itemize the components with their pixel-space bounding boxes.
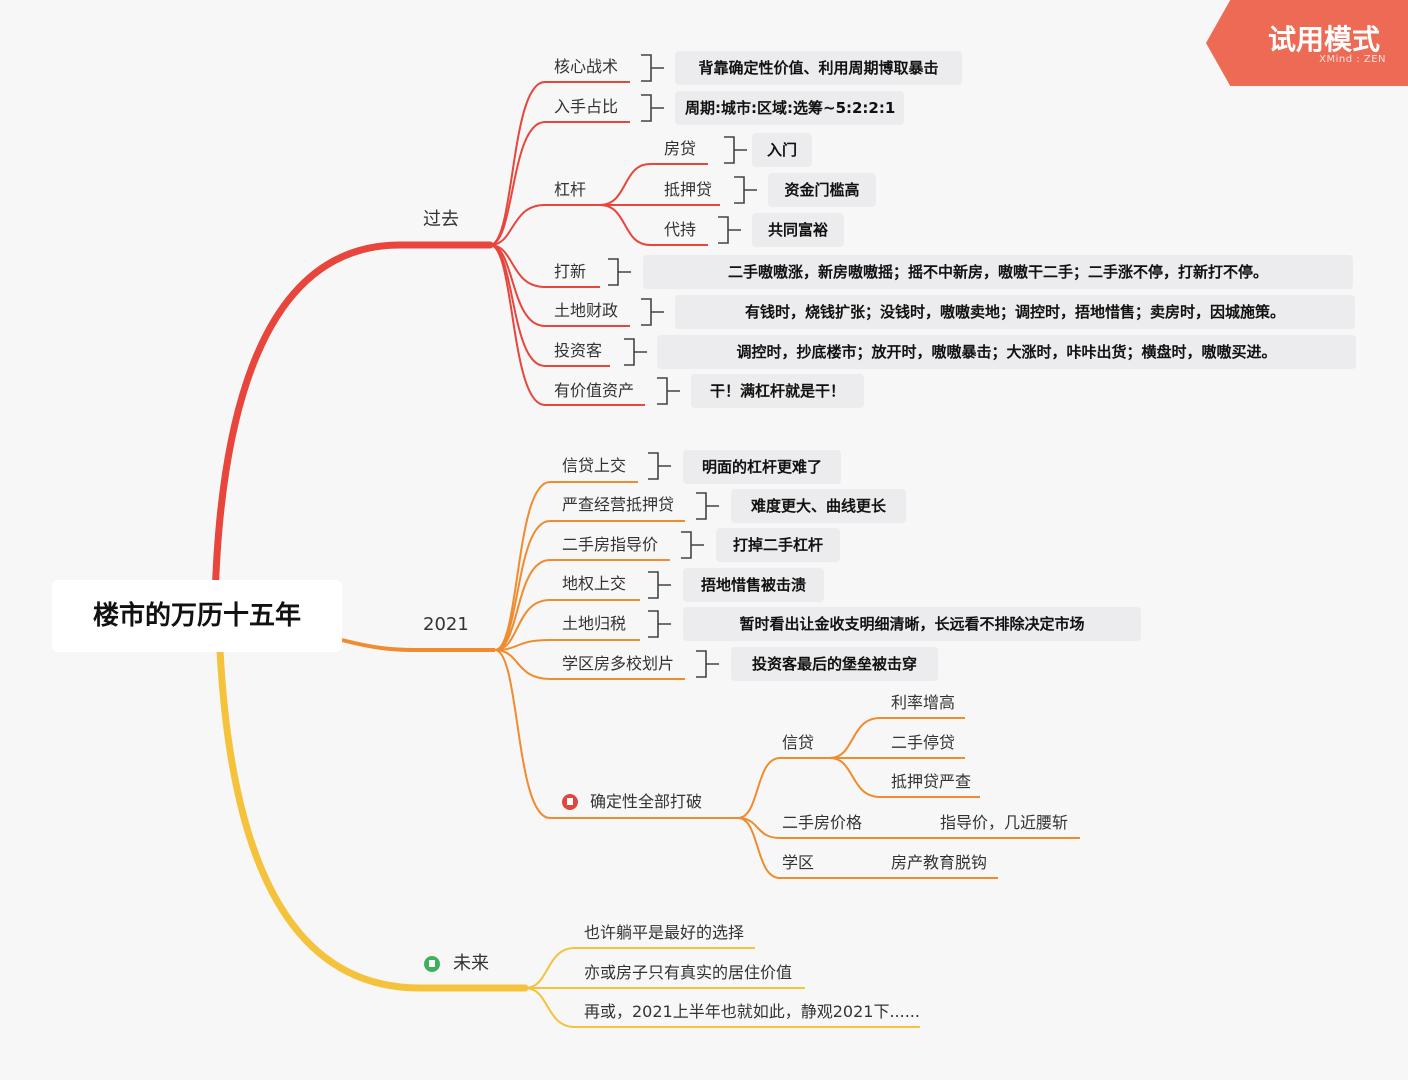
topic-new-house[interactable]: 打新 (554, 262, 587, 281)
note-proxy-hold[interactable]: 共同富裕 (752, 213, 844, 247)
topic-school-district[interactable]: 学区房多校划片 (562, 654, 675, 673)
topic-credit[interactable]: 信贷 (782, 733, 815, 752)
topic-investor[interactable]: 投资客 (554, 341, 603, 360)
topic-land-finance[interactable]: 土地财政 (554, 301, 619, 320)
future-item-lie-flat[interactable]: 也许躺平是最好的选择 (584, 923, 745, 942)
green-flag-icon (424, 956, 440, 972)
topic-guide-price[interactable]: 二手房指导价 (562, 535, 659, 554)
topic-land-right[interactable]: 地权上交 (562, 574, 627, 593)
topic-mortgage[interactable]: 房贷 (664, 139, 697, 158)
topic-land-tax[interactable]: 土地归税 (562, 614, 627, 633)
leaf-decouple[interactable]: 房产教育脱钩 (891, 853, 988, 872)
topic-credit-handover[interactable]: 信贷上交 (562, 456, 627, 475)
leaf-second-hand-loan-stop[interactable]: 二手停贷 (891, 733, 956, 752)
note-investor[interactable]: 调控时，抄底楼市；放开时，嗷嗷暴击；大涨时，咔咔出货；横盘时，嗷嗷买进。 (657, 335, 1356, 369)
branch-future[interactable]: 未来 (453, 953, 489, 974)
topic-certainty-broken[interactable]: 确定性全部打破 (590, 792, 703, 811)
topic-core-tactic[interactable]: 核心战术 (554, 57, 619, 76)
note-business-loan-check[interactable]: 难度更大、曲线更长 (731, 489, 906, 523)
note-pledge-loan[interactable]: 资金门槛高 (768, 173, 876, 207)
note-core-tactic[interactable]: 背靠确定性价值、利用周期博取暴击 (675, 51, 962, 85)
note-school-district[interactable]: 投资客最后的堡垒被击穿 (731, 647, 938, 681)
root-topic[interactable]: 楼市的万历十五年 (52, 580, 342, 652)
topic-valuable-asset[interactable]: 有价值资产 (554, 381, 635, 400)
note-entry-ratio[interactable]: 周期:城市:区域:选筹~5:2:2:1 (675, 91, 904, 125)
trial-mode-badge[interactable]: 试用模式 XMind : ZEN (1206, 0, 1408, 86)
leaf-pledge-loan-check[interactable]: 抵押贷严查 (891, 772, 972, 791)
note-land-right[interactable]: 捂地惜售被击溃 (683, 568, 824, 602)
topic-entry-ratio[interactable]: 入手占比 (554, 97, 619, 116)
note-credit-handover[interactable]: 明面的杠杆更难了 (683, 450, 841, 484)
future-item-residence-value[interactable]: 亦或房子只有真实的居住价值 (584, 963, 793, 982)
xmind-zen-logo: XMind : ZEN (1319, 54, 1386, 65)
topic-district[interactable]: 学区 (782, 853, 815, 872)
note-guide-price[interactable]: 打掉二手杠杆 (716, 528, 840, 562)
note-valuable-asset[interactable]: 干！满杠杆就是干！ (691, 374, 864, 408)
leaf-rate-up[interactable]: 利率增高 (891, 693, 956, 712)
topic-pledge-loan[interactable]: 抵押贷 (664, 180, 713, 199)
leaf-guide-price-half[interactable]: 指导价，几近腰斩 (940, 813, 1069, 832)
topic-business-loan-check[interactable]: 严查经营抵押贷 (562, 495, 675, 514)
branch-2021[interactable]: 2021 (423, 614, 469, 635)
topic-leverage[interactable]: 杠杆 (554, 180, 587, 199)
topic-second-hand-price[interactable]: 二手房价格 (782, 813, 863, 832)
note-mortgage[interactable]: 入门 (752, 133, 812, 167)
branch-past[interactable]: 过去 (423, 209, 459, 230)
note-land-finance[interactable]: 有钱时，烧钱扩张；没钱时，嗷嗷卖地；调控时，捂地惜售；卖房时，因城施策。 (675, 295, 1355, 329)
topic-proxy-hold[interactable]: 代持 (664, 220, 697, 239)
trial-mode-title: 试用模式 (1268, 23, 1381, 56)
future-item-wait-and-see[interactable]: 再或，2021上半年也就如此，静观2021下...... (584, 1002, 920, 1021)
red-flag-icon (562, 794, 578, 810)
note-land-tax[interactable]: 暂时看出让金收支明细清晰，长远看不排除决定市场 (683, 607, 1141, 641)
note-new-house[interactable]: 二手嗷嗷涨，新房嗷嗷摇；摇不中新房，嗷嗷干二手；二手涨不停，打新打不停。 (643, 255, 1353, 289)
